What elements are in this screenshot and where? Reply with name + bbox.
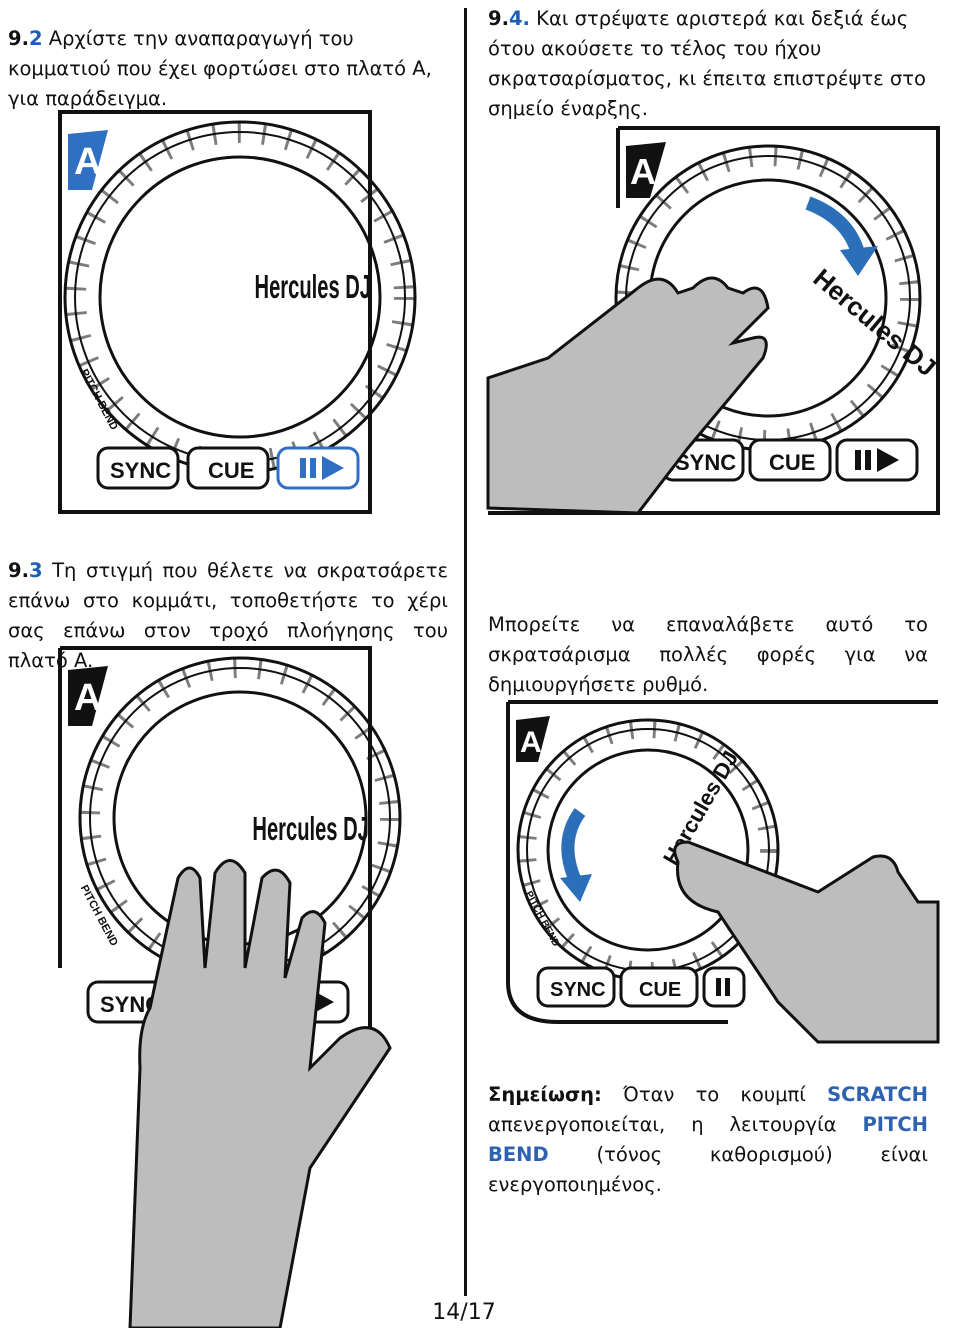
step-9-2-text: 9.2 Αρχίστε την αναπαραγωγή του κομματιο… (8, 24, 448, 114)
rotate-arrow-icon (805, 196, 865, 256)
step-number: 9.2 (8, 27, 43, 50)
note-label: Σημείωση: (488, 1083, 602, 1106)
step-9-4-text: 9.4. Και στρέψατε αριστερά και δεξιά έως… (488, 4, 948, 124)
note-part1: Όταν το κουμπί (623, 1083, 806, 1106)
rotate-arrow-icon (561, 808, 586, 885)
repeat-text: Μπορείτε να επαναλάβετε αυτό το σκρατσάρ… (488, 613, 928, 696)
deck-letter: A (520, 726, 542, 759)
sync-button: SYNC (675, 450, 736, 475)
hand-illustration (128, 859, 392, 1328)
step-9-3-text: 9.3 Τη στιγμή που θέλετε να σκρατσάρετε … (8, 556, 448, 676)
pitch-bend-term: PITCH BEND (488, 1113, 928, 1166)
scratch-term: SCRATCH (827, 1083, 928, 1106)
deck-figure-play: A Hercules DJ PITCH BEND SYNC CUE (58, 110, 417, 514)
sync-button: SYNC (550, 979, 606, 1001)
deck-letter: A (630, 151, 656, 192)
note-part3: (τόνος καθορισμού) είναι ενεργοποιημένος… (488, 1143, 929, 1196)
step-number: 9.4. (488, 7, 530, 30)
cue-button: CUE (769, 450, 815, 475)
hand-illustration (486, 276, 770, 515)
note-part2: απενεργοποιείται, η λειτουργία (488, 1113, 837, 1136)
brand-logo: Hercules DJ (252, 810, 368, 848)
cue-button: CUE (208, 458, 254, 483)
deck-figure-scratch-forward: A Hercules DJ SYNC CUE (486, 126, 942, 515)
cue-button: CUE (639, 979, 681, 1001)
deck-letter: A (74, 677, 101, 719)
column-divider (464, 8, 467, 1296)
brand-logo: Hercules DJ (255, 268, 371, 306)
step-number: 9.3 (8, 559, 43, 582)
step-body: Και στρέψατε αριστερά και δεξιά έως ότου… (488, 7, 926, 120)
step-body: Αρχίστε την αναπαραγωγή του κομματιού πο… (8, 27, 432, 110)
note-text: Σημείωση: Όταν το κουμπί SCRATCH απενεργ… (488, 1080, 928, 1200)
pitch-bend-label: PITCH BEND (78, 367, 120, 432)
step-body: Τη στιγμή που θέλετε να σκρατσάρετε επάν… (8, 559, 449, 672)
deck-figure-scratch-back: A Hercules DJ PITCH BEND SYNC CUE (506, 700, 940, 1044)
hand-illustration (673, 840, 940, 1044)
brand-logo: Hercules DJ (808, 263, 942, 383)
pitch-bend-label: PITCH BEND (523, 889, 561, 948)
page-number: 14/17 (432, 1300, 496, 1325)
deck-letter: A (74, 141, 101, 183)
sync-button: SYNC (110, 458, 171, 483)
deck-figure-hand-placed: A Hercules DJ PITCH BEND SYNC (58, 646, 402, 1328)
